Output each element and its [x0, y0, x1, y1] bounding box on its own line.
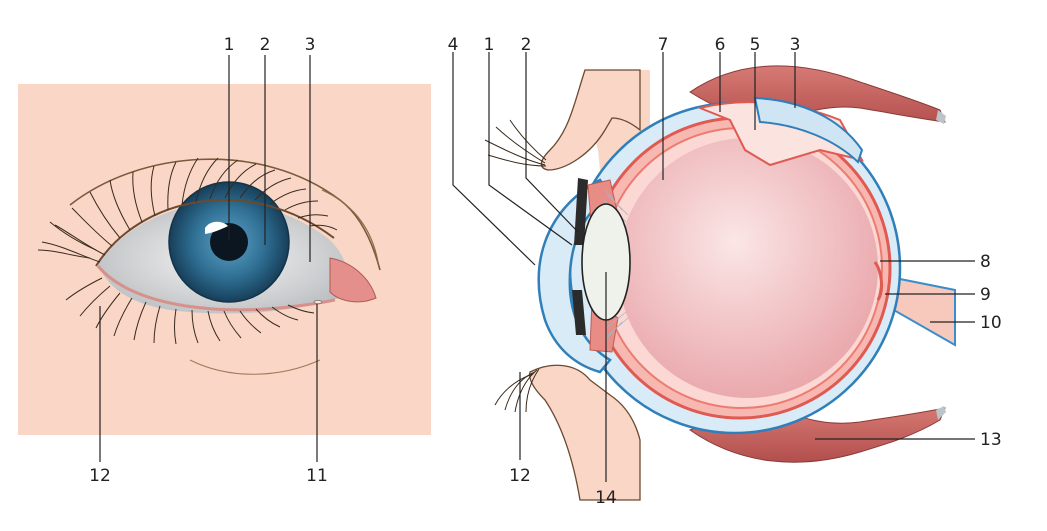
- iris-highlight: [205, 221, 228, 234]
- sclera-cut: [753, 96, 864, 164]
- cornea-side: [537, 178, 612, 374]
- label-side-12: 12: [509, 466, 531, 486]
- iris-upper-side: [574, 178, 588, 245]
- label-side-5: 5: [750, 35, 761, 55]
- front-eye-view: 1 2 3 12 11: [18, 35, 431, 486]
- side-leader-lines: [452, 52, 975, 482]
- label-side-6: 6: [715, 35, 726, 55]
- label-front-1: 1: [224, 35, 235, 55]
- label-front-12: 12: [89, 466, 111, 486]
- superior-tendon: [936, 110, 946, 124]
- label-side-8: 8: [980, 252, 991, 272]
- vitreous-body: [618, 138, 878, 398]
- lacrimal-punctum: [313, 299, 323, 304]
- caruncle: [329, 257, 377, 303]
- label-side-2: 2: [521, 35, 532, 55]
- label-front-3: 3: [305, 35, 316, 55]
- lower-eyelashes: [65, 277, 315, 345]
- front-leader-lines: [99, 55, 318, 462]
- label-side-7: 7: [658, 35, 669, 55]
- lower-eyelid-side: [529, 364, 641, 501]
- cross-section-eye-view: 4 1 2 7 6 5 3 8 9 10 13 12 14: [448, 35, 1002, 508]
- label-side-13: 13: [980, 430, 1002, 450]
- lower-eyelid-rim: [96, 265, 336, 312]
- label-side-3: 3: [790, 35, 801, 55]
- label-side-4: 4: [448, 35, 459, 55]
- pupil-front: [210, 223, 248, 261]
- iris-lower-side: [572, 290, 586, 335]
- label-front-11: 11: [306, 466, 328, 486]
- brow-line: [321, 189, 379, 263]
- upper-eyelid-side: [540, 69, 641, 171]
- upper-eyelashes-side: [484, 119, 547, 167]
- label-side-14: 14: [595, 488, 617, 508]
- lower-eyelashes-side: [494, 368, 540, 413]
- upper-eyelashes: [37, 157, 338, 263]
- label-side-1: 1: [484, 35, 495, 55]
- inferior-tendon: [936, 406, 946, 420]
- optic-disc: [873, 261, 884, 301]
- label-side-9: 9: [980, 285, 991, 305]
- lower-lid-crease: [189, 359, 321, 375]
- label-front-2: 2: [260, 35, 271, 55]
- eyelid-crease: [69, 158, 381, 271]
- label-side-10: 10: [980, 313, 1002, 333]
